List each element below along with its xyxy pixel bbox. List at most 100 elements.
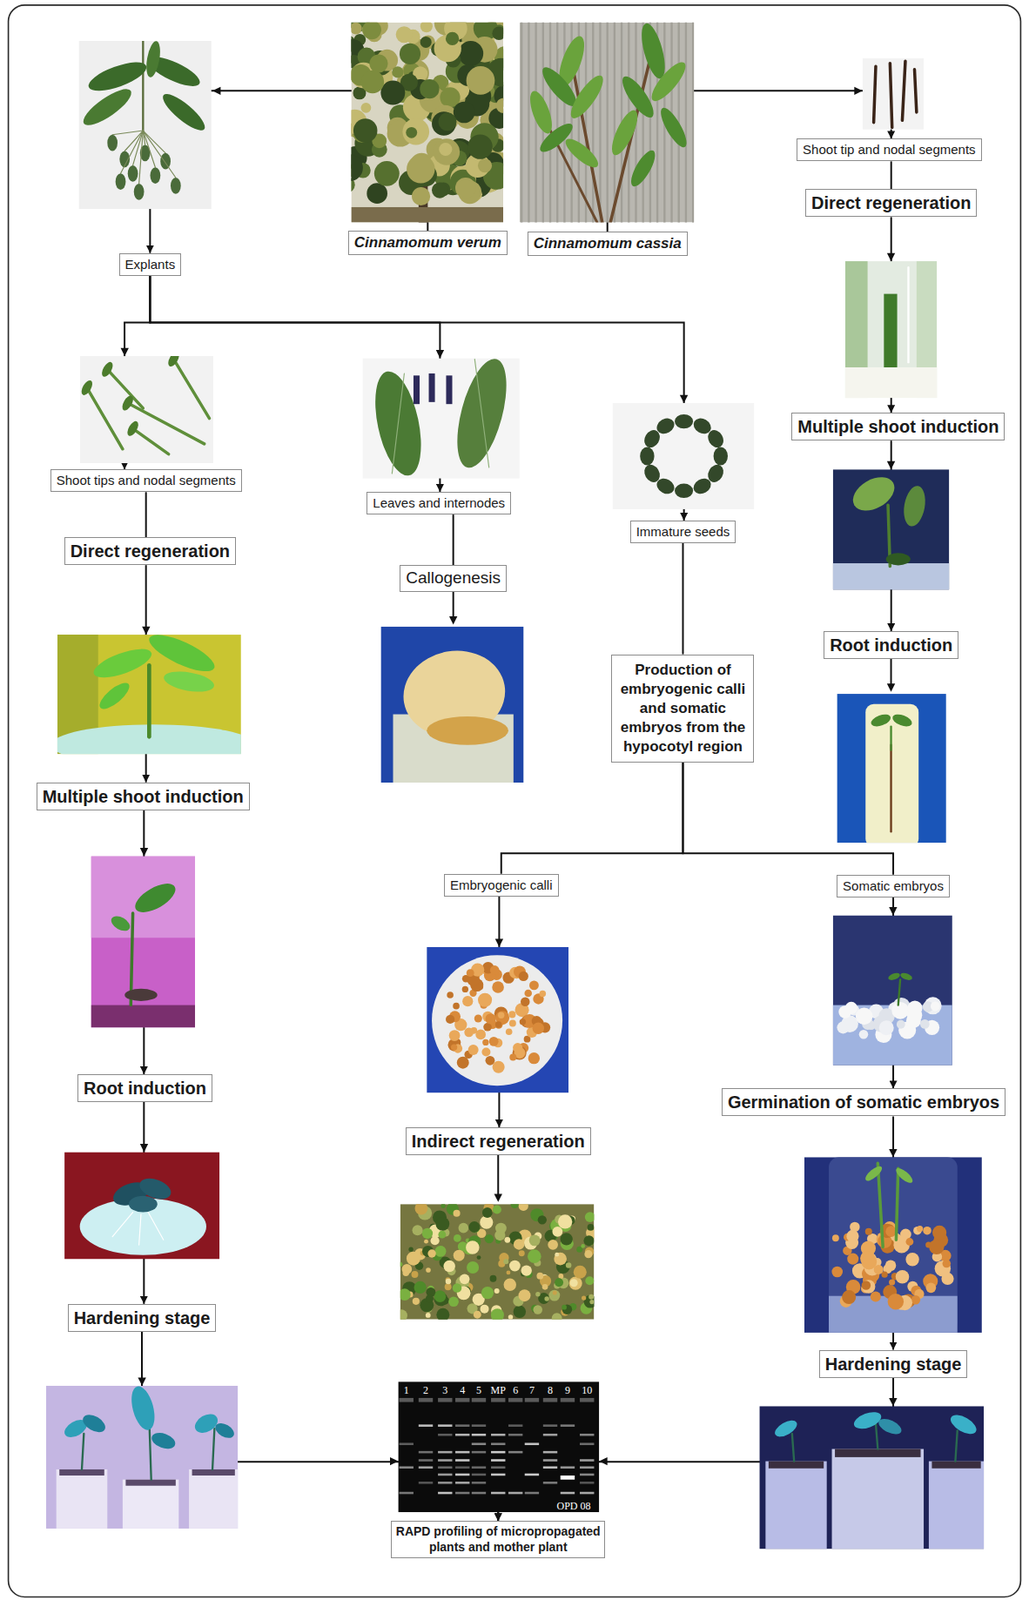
granule [922, 1226, 932, 1236]
granule [920, 1019, 930, 1029]
photo-part [56, 1469, 108, 1529]
gel-band [418, 1424, 433, 1427]
granule [490, 1308, 505, 1320]
gel-band [455, 1466, 470, 1469]
gel-band [579, 1481, 594, 1485]
granule [838, 1005, 852, 1019]
photo-part [931, 1461, 981, 1469]
gel-band [543, 1451, 558, 1454]
granule [410, 1271, 418, 1278]
gel-band [437, 1433, 452, 1437]
stem [877, 1163, 883, 1247]
leaf [166, 356, 182, 369]
stage-label: Root induction [823, 631, 959, 660]
gel-band [490, 1459, 505, 1462]
granule [475, 1029, 486, 1041]
gel-band [418, 1466, 433, 1469]
arrowhead [449, 616, 458, 625]
granule [860, 1253, 877, 1270]
granule [580, 1244, 586, 1249]
granule [855, 1008, 874, 1026]
gel-band [543, 1424, 558, 1427]
node-text: Root induction [83, 1077, 207, 1099]
photo-part [471, 1398, 486, 1403]
node-text: Multiple shoot induction [42, 786, 244, 808]
granule [509, 1260, 521, 1272]
granule [503, 1258, 509, 1265]
granule [467, 134, 492, 159]
granule [350, 154, 363, 182]
stem [585, 22, 587, 223]
granule [532, 1304, 543, 1315]
granule [861, 1280, 872, 1291]
stem [642, 22, 645, 223]
stage-label: Multiple shoot induction [791, 412, 1005, 441]
photo-part [445, 375, 452, 404]
granule [438, 142, 452, 156]
gel-band [418, 1459, 433, 1462]
granule [362, 22, 382, 40]
gel-band [471, 1424, 486, 1427]
granule [521, 1264, 532, 1276]
granule [544, 1296, 550, 1302]
granule [361, 102, 372, 114]
granule [434, 1290, 447, 1303]
leaf [690, 475, 713, 498]
granule [887, 1293, 904, 1310]
leaf [887, 971, 902, 982]
granule [535, 1291, 540, 1297]
photo [78, 40, 211, 209]
stem [127, 403, 205, 444]
gel-band [543, 1481, 558, 1485]
node-text: Germination of somatic embryos [727, 1091, 1000, 1113]
leaf [150, 167, 162, 184]
gel-band [543, 1466, 558, 1469]
granule [411, 187, 431, 206]
granule [477, 158, 492, 173]
granule [435, 1245, 447, 1258]
granule [400, 1262, 404, 1267]
stage-label: Indirect regeneration [405, 1127, 592, 1156]
explant-label: Somatic embryos [836, 874, 950, 898]
photo-part [865, 704, 919, 843]
granule [565, 1262, 572, 1269]
leaf [626, 147, 660, 190]
arrowhead [495, 938, 504, 947]
granule [481, 1286, 494, 1299]
lane-number: 9 [564, 1385, 571, 1396]
granule [400, 1309, 408, 1319]
stem [139, 1214, 142, 1245]
granule [542, 1284, 549, 1291]
granule [455, 177, 477, 199]
leaf [890, 712, 914, 729]
granule [552, 1291, 558, 1296]
granule [402, 118, 430, 146]
granule [366, 182, 388, 204]
gel-band [471, 1451, 486, 1454]
granule [836, 1021, 849, 1034]
gel-band [455, 1459, 470, 1462]
granule [482, 1207, 493, 1218]
granule [466, 968, 475, 977]
leaf [639, 446, 654, 465]
stem [692, 22, 694, 223]
leaf [120, 394, 135, 413]
granule [425, 1312, 431, 1319]
granule [452, 1283, 463, 1293]
granule [841, 1290, 856, 1305]
photo-part [804, 1156, 982, 1333]
photo-part [437, 1398, 452, 1403]
granule [466, 66, 496, 95]
leaf [158, 88, 210, 136]
gel-band [437, 1459, 452, 1462]
photo-part [759, 1405, 984, 1549]
stem [889, 745, 892, 833]
granule [859, 1029, 869, 1040]
gel-band [399, 1466, 414, 1469]
gel-band [437, 1481, 452, 1485]
granule [831, 1266, 843, 1278]
node-text: Shoot tip and nodal segments [802, 141, 976, 158]
granule [491, 981, 505, 994]
node-text: Embryogenic calli [450, 877, 553, 894]
